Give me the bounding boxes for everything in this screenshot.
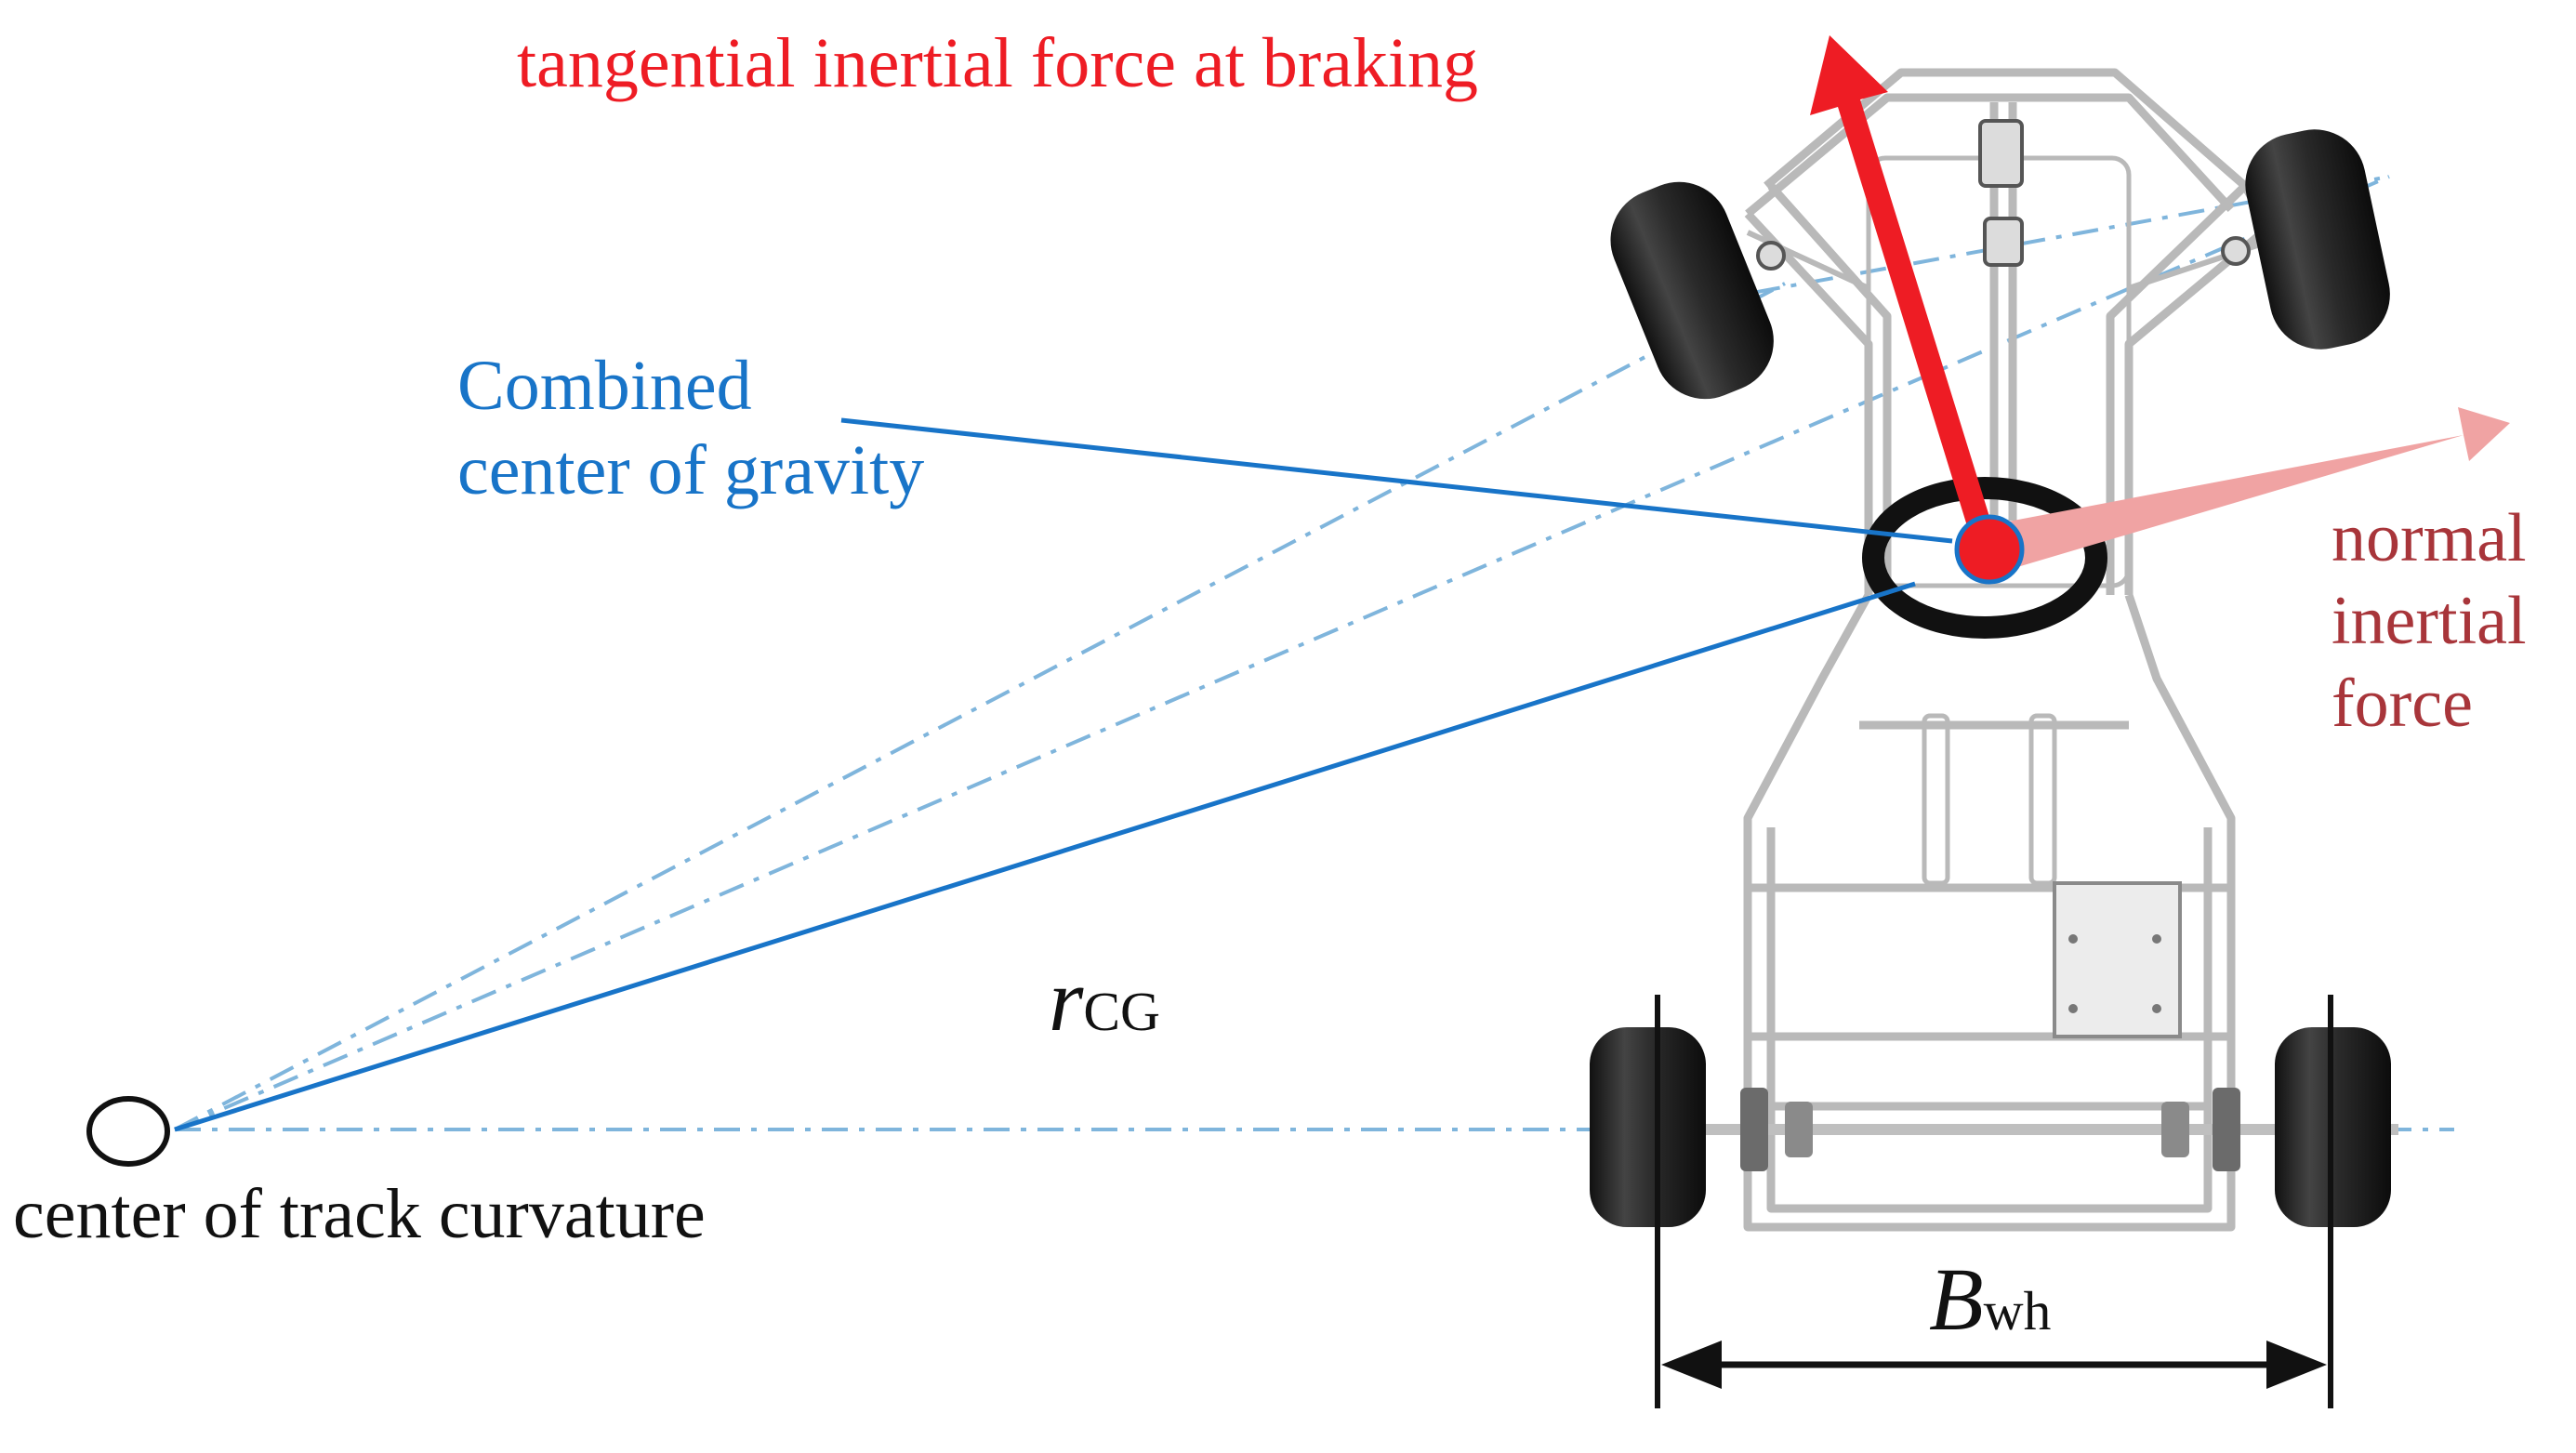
track-width-dimension [1655, 995, 2333, 1408]
steering-wheel [1862, 477, 2107, 639]
kart-details [1756, 119, 2251, 1038]
track-width-subscript: wh [1983, 1280, 2052, 1341]
normal-force-label-line2: inertial [2332, 582, 2527, 659]
normal-force-label-line3: force [2332, 665, 2473, 742]
normal-force-label-line1: normal [2332, 500, 2527, 576]
radius-line [174, 581, 1916, 1132]
front-left-tire [1610, 181, 1774, 400]
tangential-force-label: tangential inertial force at braking [517, 24, 1478, 102]
curvature-center-circle [86, 1096, 170, 1167]
track-width-symbol: B [1929, 1249, 1984, 1349]
rear-axle [1618, 1088, 2398, 1171]
cg-label-leader [840, 417, 1953, 544]
radius-subscript: CG [1083, 981, 1161, 1042]
rear-left-tire [1590, 1027, 1706, 1227]
line-to-front-right-wheel [174, 175, 2390, 1131]
cg-label-line1: Combined [457, 347, 752, 425]
cg-label: Combined center of gravity [457, 344, 924, 513]
line-to-front-left-wheel [174, 282, 1786, 1131]
cg-point [1954, 514, 2025, 585]
track-width-label: Bwh [1929, 1255, 2051, 1344]
radius-symbol: r [1049, 950, 1084, 1050]
cg-lines [174, 417, 1953, 1132]
normal-force-arrow [1999, 407, 2510, 570]
normal-force-label: normal inertial force [2332, 497, 2527, 745]
tires [1590, 129, 2391, 1227]
kart-frame [1743, 68, 2272, 1232]
radius-label: rCG [1049, 956, 1160, 1045]
cg-label-line2: center of gravity [457, 431, 925, 510]
front-right-tire [2245, 129, 2390, 350]
tangential-force-arrow [1810, 35, 1999, 553]
curvature-center-label: center of track curvature [13, 1175, 706, 1253]
